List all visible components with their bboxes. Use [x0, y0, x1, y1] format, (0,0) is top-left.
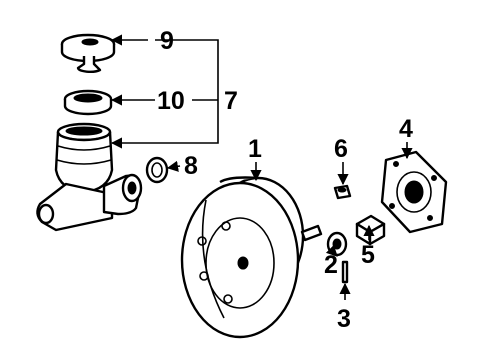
- callout-8: 8: [184, 152, 198, 180]
- callout-2: 2: [324, 251, 338, 279]
- callout-9: 9: [160, 27, 174, 55]
- callout-5: 5: [361, 241, 375, 269]
- callout-7: 7: [224, 87, 238, 115]
- callout-10: 10: [157, 87, 185, 115]
- callout-3: 3: [337, 305, 351, 333]
- leader-lines: [110, 34, 413, 300]
- callout-4: 4: [399, 115, 413, 143]
- spacer-clip: [355, 214, 386, 246]
- callout-1: 1: [248, 135, 262, 163]
- vacuum-booster: [180, 176, 323, 339]
- reservoir-cap: [60, 33, 116, 73]
- master-cylinder: [36, 122, 143, 232]
- booster-gasket-plate: [380, 150, 448, 234]
- mounting-bolt: [333, 184, 352, 200]
- clevis-pin: [341, 260, 349, 284]
- pushrod-seal: [145, 156, 169, 184]
- reservoir-grommet: [63, 89, 113, 116]
- callout-6: 6: [334, 135, 348, 163]
